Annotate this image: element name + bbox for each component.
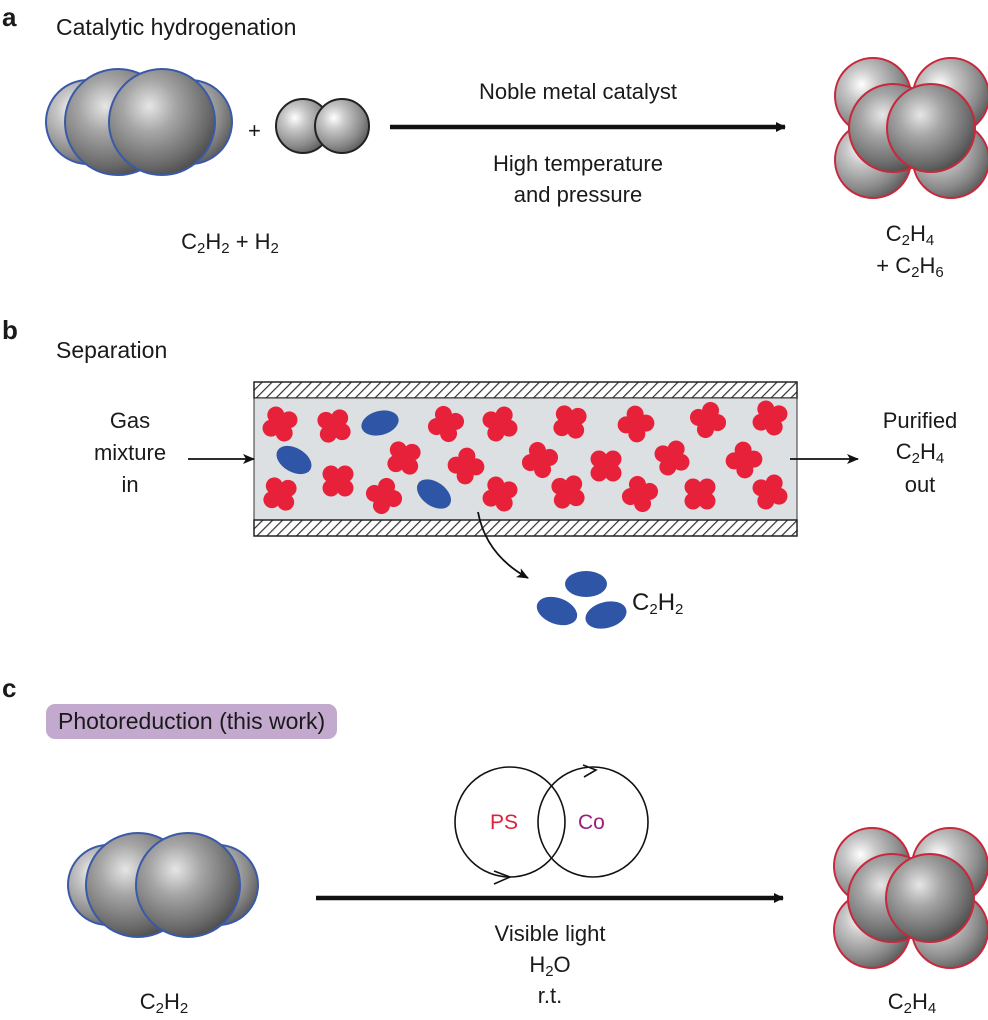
removal-arrow — [477, 511, 529, 579]
ethylene-particle — [684, 478, 716, 510]
ethylene-particle — [725, 441, 763, 479]
outlet-label-1: Purified — [882, 408, 958, 433]
inlet-label-3: in — [121, 472, 139, 497]
cycle-label-co: Co — [578, 811, 605, 834]
panel-c-title-badge: Photoreduction (this work) — [46, 704, 338, 739]
condition-light: Visible light — [494, 921, 606, 946]
ethylene-particle — [387, 441, 421, 475]
gas-molecules — [262, 400, 788, 515]
ethylene-particle — [521, 441, 559, 479]
panel-c-letter: c — [2, 673, 17, 703]
inlet-label-1: Gas — [109, 408, 151, 433]
product-formula-line1: C2H4 — [885, 221, 935, 249]
ethylene-particle — [447, 447, 485, 485]
panel-b-title: Separation — [56, 337, 168, 363]
ethylene-particle — [482, 406, 518, 442]
removed-acetylene-group — [536, 571, 627, 629]
ethylene-particle — [553, 405, 587, 439]
ethylene-particle — [752, 474, 788, 510]
reagent-formula: C2H2 + H2 — [181, 229, 279, 257]
acetylene-particle — [361, 410, 399, 436]
acetylene-molecule-a — [45, 68, 233, 176]
outlet-label-2: C2H4 — [895, 439, 945, 467]
reactant-formula-c: C2H2 — [139, 989, 189, 1017]
acetylene-molecule-c — [67, 832, 259, 938]
ethylene-particle — [263, 477, 297, 511]
outlet-label-3: out — [904, 472, 936, 497]
ethylene-particle — [262, 406, 298, 442]
hydrogen-molecule — [275, 98, 370, 154]
ethylene-particle — [654, 440, 690, 476]
panel-a-title: Catalytic hydrogenation — [56, 14, 297, 40]
ethylene-particle — [482, 476, 518, 512]
ethylene-molecule-c — [833, 827, 988, 969]
arrow-label-catalyst: Noble metal catalyst — [478, 79, 678, 104]
acetylene-particle — [416, 479, 452, 509]
product-formula-c: C2H4 — [887, 989, 937, 1017]
plus-sign: + — [248, 118, 261, 143]
ethylene-particle — [689, 401, 727, 439]
inlet-label-2: mixture — [93, 440, 167, 465]
removed-formula: C2H2 — [632, 589, 684, 618]
panel-a-letter: a — [2, 2, 17, 32]
ethylene-molecule-a — [834, 57, 988, 199]
ethylene-particle — [551, 475, 585, 509]
ethylene-particle — [621, 475, 659, 513]
ethylene-particle — [752, 400, 788, 436]
arrow-label-conditions-1: High temperature — [493, 151, 663, 176]
ethylene-particle — [322, 465, 354, 497]
ethylene-particle — [590, 450, 622, 482]
cycle-label-ps: PS — [490, 811, 519, 834]
ethylene-particle — [427, 405, 465, 443]
acetylene-particle — [276, 445, 312, 475]
panel-b-letter: b — [2, 315, 18, 345]
catalytic-cycle — [454, 764, 649, 885]
ethylene-particle — [617, 405, 655, 443]
ethylene-particle — [365, 477, 403, 515]
condition-water: H2O — [529, 952, 571, 980]
ethylene-particle — [317, 409, 351, 443]
condition-temperature: r.t. — [537, 983, 563, 1008]
arrow-label-conditions-2: and pressure — [513, 182, 643, 207]
product-formula-line2: + C2H6 — [876, 253, 944, 281]
